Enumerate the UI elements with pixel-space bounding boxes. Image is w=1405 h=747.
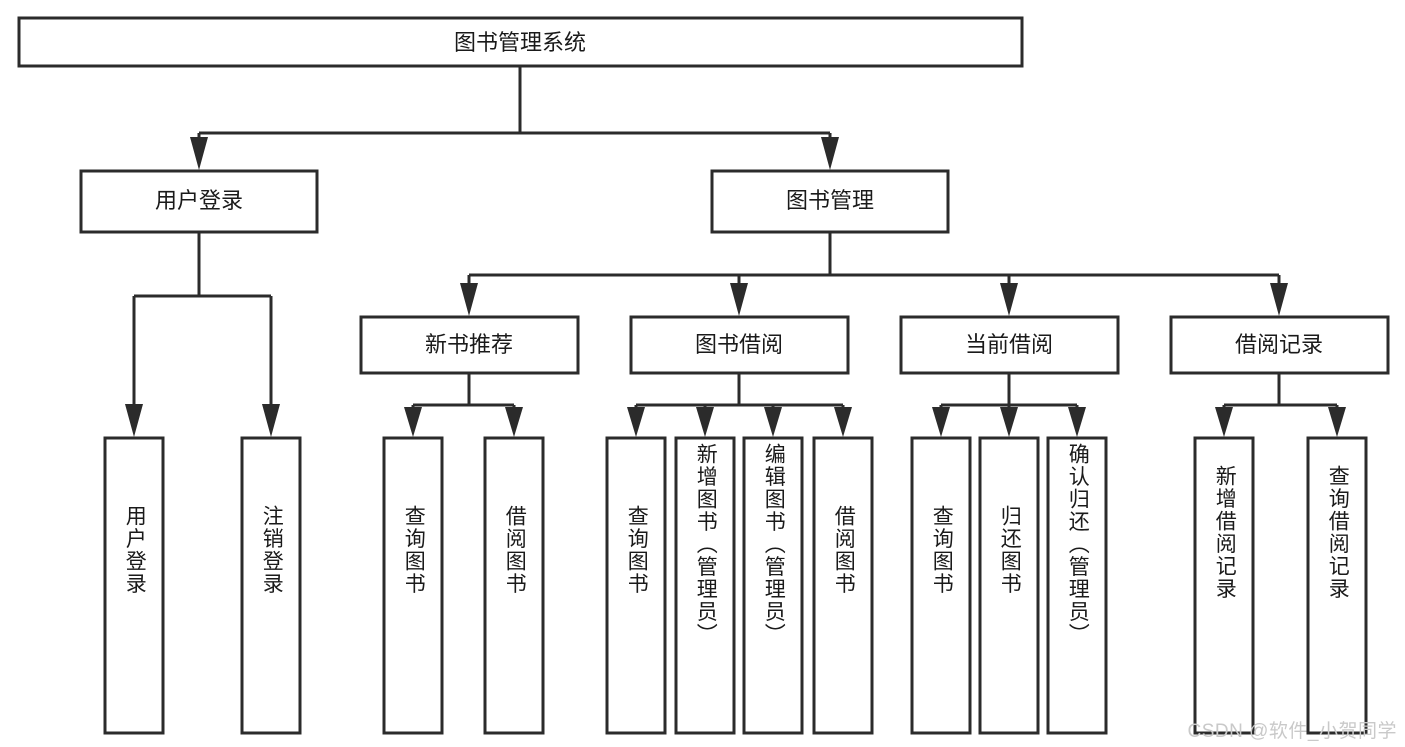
- arrowhead-leaf-bookborrow-3: [764, 407, 782, 437]
- leaf-box-user-login-1[interactable]: [103, 436, 165, 735]
- node-borrow-record[interactable]: 借阅记录: [1169, 315, 1390, 375]
- leaf-box-newbook-1[interactable]: [382, 436, 444, 735]
- node-user-login-label: 用户登录: [155, 188, 243, 213]
- arrowhead-leaf-borrowrecord-2: [1328, 407, 1346, 437]
- node-user-login[interactable]: 用户登录: [79, 169, 319, 234]
- leaf-box-newbook-2[interactable]: [483, 436, 545, 735]
- node-new-book-recommend-box: [359, 315, 580, 375]
- node-current-borrow-box: [899, 315, 1120, 375]
- leaf-box-currentborrow-1[interactable]: [910, 436, 972, 735]
- node-borrow-record-label: 借阅记录: [1235, 332, 1323, 357]
- node-user-login-box: [79, 169, 319, 234]
- node-root[interactable]: 图书管理系统: [17, 16, 1024, 68]
- leaf-box-user-login-2[interactable]: [240, 436, 302, 735]
- arrowhead-leaf-user-login-1: [125, 404, 143, 437]
- node-book-management[interactable]: 图书管理: [710, 169, 950, 234]
- leaf-box-bookborrow-2[interactable]: [674, 436, 736, 735]
- leaf-box-bookborrow-1[interactable]: [605, 436, 667, 735]
- node-book-borrow-label: 图书借阅: [695, 332, 783, 357]
- arrowhead-leaf-newbook-2: [505, 407, 523, 437]
- node-book-management-box: [710, 169, 950, 234]
- arrowhead-user-login: [190, 137, 208, 170]
- arrowhead-leaf-bookborrow-1: [627, 407, 645, 437]
- leaf-box-bookborrow-3[interactable]: [742, 436, 804, 735]
- node-current-borrow[interactable]: 当前借阅: [899, 315, 1120, 375]
- leaf-box-borrowrecord-2[interactable]: [1306, 436, 1368, 735]
- node-book-borrow[interactable]: 图书借阅: [629, 315, 850, 375]
- node-book-management-label: 图书管理: [786, 188, 874, 213]
- node-root-label: 图书管理系统: [454, 30, 586, 55]
- leaf-boxes-borrow-record: [1193, 436, 1368, 735]
- arrowhead-leaf-newbook-1: [404, 407, 422, 437]
- node-new-book-recommend-label: 新书推荐: [425, 332, 513, 357]
- leaf-boxes-current-borrow: [910, 436, 1108, 735]
- arrowhead-borrow-record: [1270, 283, 1288, 316]
- node-current-borrow-label: 当前借阅: [965, 332, 1053, 357]
- arrowhead-leaf-bookborrow-2: [696, 407, 714, 437]
- leaf-boxes-user-login: [103, 436, 302, 735]
- arrowhead-new-book-recommend: [460, 283, 478, 316]
- arrowhead-leaf-bookborrow-4: [834, 407, 852, 437]
- arrowhead-book-mgmt: [821, 137, 839, 170]
- leaf-box-currentborrow-3[interactable]: [1046, 436, 1108, 735]
- node-new-book-recommend[interactable]: 新书推荐: [359, 315, 580, 375]
- arrowhead-book-borrow: [730, 283, 748, 316]
- connector-layer: [125, 66, 1346, 437]
- arrowhead-current-borrow: [1000, 283, 1018, 316]
- arrowhead-leaf-user-login-2: [262, 404, 280, 437]
- leaf-boxes-book-borrow: [605, 436, 874, 735]
- leaf-box-bookborrow-4[interactable]: [812, 436, 874, 735]
- arrowhead-leaf-borrowrecord-1: [1215, 407, 1233, 437]
- leaf-box-currentborrow-2[interactable]: [978, 436, 1040, 735]
- leaf-boxes-new-book-recommend: [382, 436, 545, 735]
- leaf-box-borrowrecord-1[interactable]: [1193, 436, 1255, 735]
- arrowhead-leaf-currentborrow-1: [932, 407, 950, 437]
- node-root-box: [17, 16, 1024, 68]
- node-borrow-record-box: [1169, 315, 1390, 375]
- arrowhead-leaf-currentborrow-3: [1068, 407, 1086, 437]
- csdn-watermark: CSDN @软件_小贺同学: [1187, 721, 1397, 742]
- arrowhead-leaf-currentborrow-2: [1000, 407, 1018, 437]
- node-book-borrow-box: [629, 315, 850, 375]
